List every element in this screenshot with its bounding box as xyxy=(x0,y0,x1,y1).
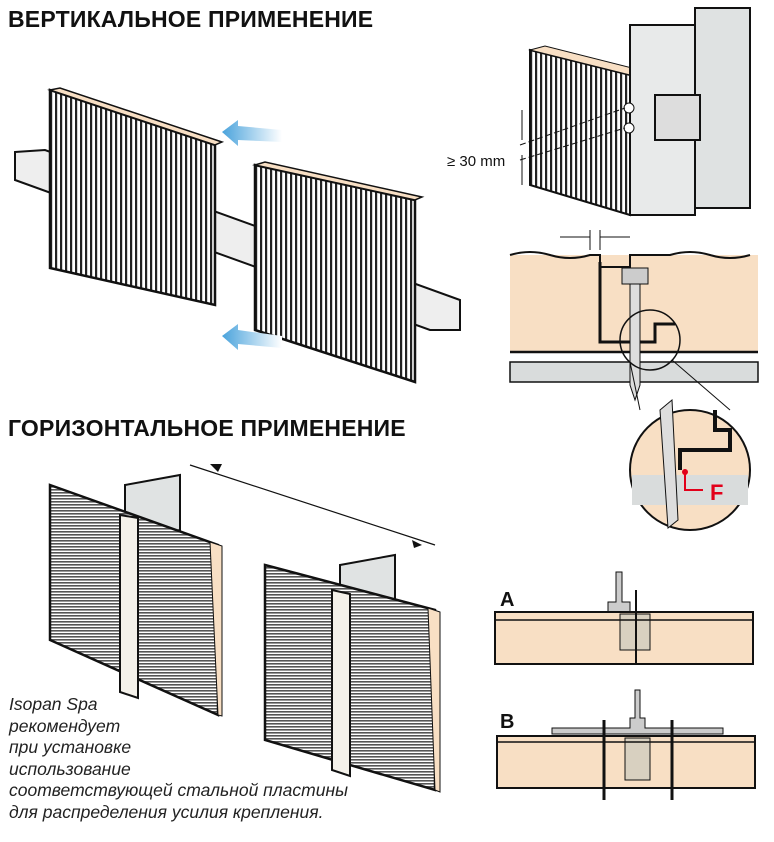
note-line: Isopan Spa xyxy=(9,694,98,714)
min-spacing-label: ≥ 30 mm xyxy=(447,153,505,170)
vertical-application-drawing xyxy=(14,87,461,384)
vertical-application-title: ВЕРТИКАЛЬНОЕ ПРИМЕНЕНИЕ xyxy=(8,6,374,32)
note-line: соответствующей стальной пластины xyxy=(9,780,348,800)
detail-b-label: B xyxy=(500,711,514,733)
joint-section-detail: F xyxy=(509,230,759,531)
push-arrow-icon xyxy=(222,324,282,350)
note-line: рекомендует xyxy=(9,715,121,736)
dimension-arrow-icon xyxy=(210,464,222,472)
push-arrow-icon xyxy=(222,120,282,146)
detail-b: B xyxy=(496,689,756,800)
sandwich-panel xyxy=(253,163,417,384)
horizontal-application-drawing xyxy=(48,464,441,793)
sandwich-panel xyxy=(48,88,217,307)
column-fixing-detail: ≥ 30 mm xyxy=(447,7,751,217)
dimension-arrow-icon xyxy=(412,540,422,548)
detail-a-label: A xyxy=(500,589,514,611)
recommendation-note: Isopan Spa рекомендует при установке исп… xyxy=(9,694,348,823)
note-line: для распределения усилия крепления. xyxy=(9,801,324,822)
detail-a: A xyxy=(494,571,754,665)
note-line: использование xyxy=(9,758,131,779)
horizontal-application-title: ГОРИЗОНТАЛЬНОЕ ПРИМЕНЕНИЕ xyxy=(8,415,406,441)
note-line: при установке xyxy=(9,737,132,757)
force-label: F xyxy=(710,480,723,505)
